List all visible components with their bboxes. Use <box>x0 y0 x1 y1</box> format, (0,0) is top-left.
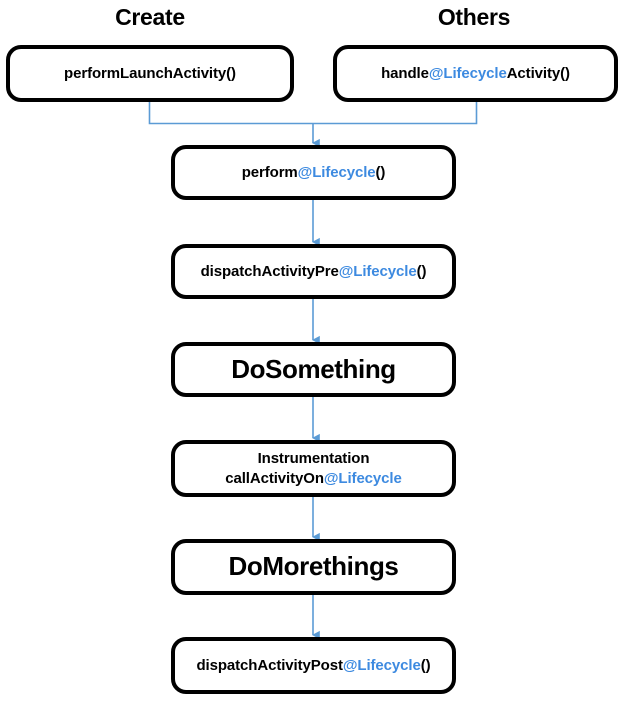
node-label: dispatchActivityPost@Lifecycle() <box>196 656 431 674</box>
node-perform-launch-activity[interactable]: performLaunchActivity() <box>6 45 294 102</box>
node-dispatch-activity-pre-lifecycle[interactable]: dispatchActivityPre@Lifecycle() <box>171 244 456 299</box>
node-label: DoMorethings <box>228 551 399 582</box>
node-label: DoSomething <box>231 353 396 384</box>
column-header-others: Others <box>437 4 511 30</box>
node-do-morethings[interactable]: DoMorethings <box>171 539 456 595</box>
node-label: handle@LifecycleActivity() <box>381 64 570 82</box>
node-label: dispatchActivityPre@Lifecycle() <box>200 262 427 280</box>
column-header-create: Create <box>115 4 185 30</box>
edge-handle-lifecycle-to-join <box>313 102 478 125</box>
node-do-something[interactable]: DoSomething <box>171 342 456 397</box>
node-label: perform@Lifecycle() <box>241 163 386 181</box>
node-instrumentation-call-activity-on-lifecycle[interactable]: Instrumentation callActivityOn@Lifecycle <box>171 440 456 497</box>
edge-perform-launch-to-join <box>148 102 313 125</box>
node-label: Instrumentation callActivityOn@Lifecycle <box>225 450 402 487</box>
node-perform-lifecycle[interactable]: perform@Lifecycle() <box>171 145 456 200</box>
node-handle-lifecycle-activity[interactable]: handle@LifecycleActivity() <box>333 45 618 102</box>
node-label: performLaunchActivity() <box>64 64 236 82</box>
node-dispatch-activity-post-lifecycle[interactable]: dispatchActivityPost@Lifecycle() <box>171 637 456 694</box>
